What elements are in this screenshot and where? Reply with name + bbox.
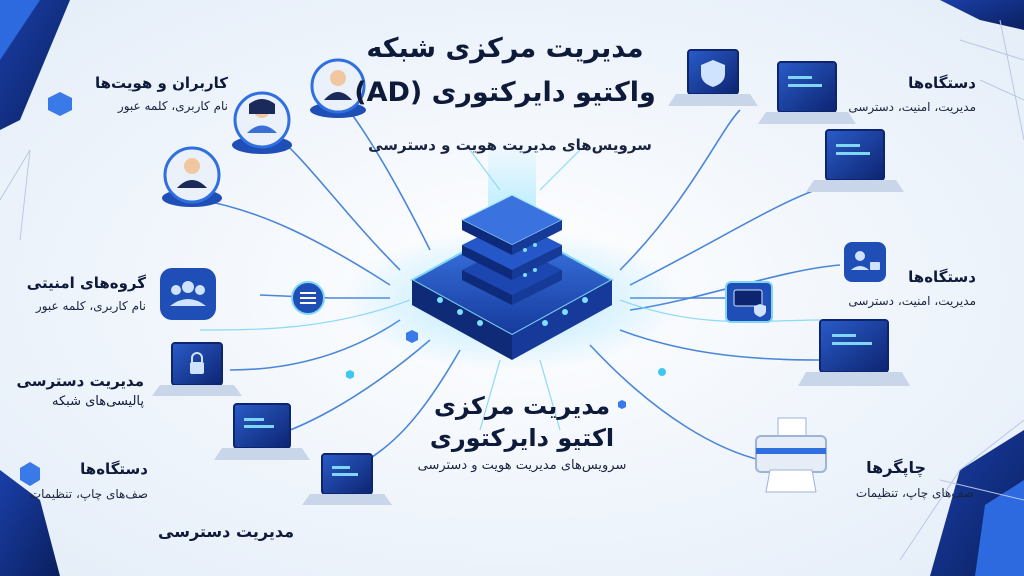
node-access-bottom-title: مدیریت دسترسی <box>158 522 294 541</box>
laptop-icon <box>798 319 910 386</box>
node-access-policies-sub: پالیسی‌های شبکه <box>52 394 144 409</box>
user-avatar-icon <box>310 58 366 118</box>
server-icon <box>409 140 615 360</box>
page-title: مدیریت مرکزی شبکه <box>366 33 644 64</box>
group-icon <box>160 268 216 320</box>
corner-decoration-top-right <box>940 0 1024 141</box>
node-security-groups-sub: نام کاربری، کلمه عبور <box>35 299 146 313</box>
laptop-icon <box>214 403 310 460</box>
shield-monitor-icon <box>725 281 773 323</box>
node-printers-sub: صف‌های چاپ، تنظیمات <box>855 486 974 500</box>
lock-laptop-icon <box>152 342 242 396</box>
node-devices-mid-right-title: دستگاه‌ها <box>908 268 976 286</box>
node-users-title: کاربران و هویت‌ها <box>94 74 228 92</box>
corner-decoration-bottom-left <box>0 462 60 576</box>
node-users-sub: نام کاربری، کلمه عبور <box>117 99 228 113</box>
decor-dots <box>346 330 666 409</box>
user-card-icon <box>844 242 886 282</box>
user-avatar-icon <box>162 146 222 207</box>
node-printers-title: چاپگرها <box>866 458 926 477</box>
node-devices-mid-right-sub: مدیریت، امنیت، دسترسی <box>848 294 976 308</box>
page-subtitle: سرویس‌های مدیریت هویت و دسترسی <box>368 136 652 154</box>
node-access-policies-title: مدیریت دسترسی <box>16 372 144 390</box>
node-devices-top-right-sub: مدیریت، امنیت، دسترسی <box>848 100 976 114</box>
node-devices-left-title: دستگاه‌ها <box>80 460 148 478</box>
center-caption-line2: اکتیو دایرکتوری <box>429 424 615 452</box>
node-security-groups-title: گروه‌های امنیتی <box>26 274 146 292</box>
page-title-line2: واکتیو دایرکتوری (AD) <box>354 77 656 108</box>
node-devices-left-sub: صف‌های چاپ، تنظیمات <box>29 487 148 501</box>
laptop-icon <box>758 61 856 124</box>
corner-decoration-bottom-right <box>899 419 1024 576</box>
center-caption-sub: سرویس‌های مدیریت هویت و دسترسی <box>417 458 627 473</box>
laptop-icon <box>302 453 392 505</box>
laptop-icon <box>806 129 904 192</box>
center-caption-line1: مدیریت مرکزی <box>433 392 611 420</box>
node-devices-top-right-title: دستگاه‌ها <box>908 74 976 92</box>
list-icon <box>291 281 325 315</box>
corner-decoration-top-left <box>0 0 72 241</box>
user-avatar-icon <box>232 91 292 154</box>
shield-laptop-icon <box>668 49 758 106</box>
printer-icon <box>755 417 827 493</box>
